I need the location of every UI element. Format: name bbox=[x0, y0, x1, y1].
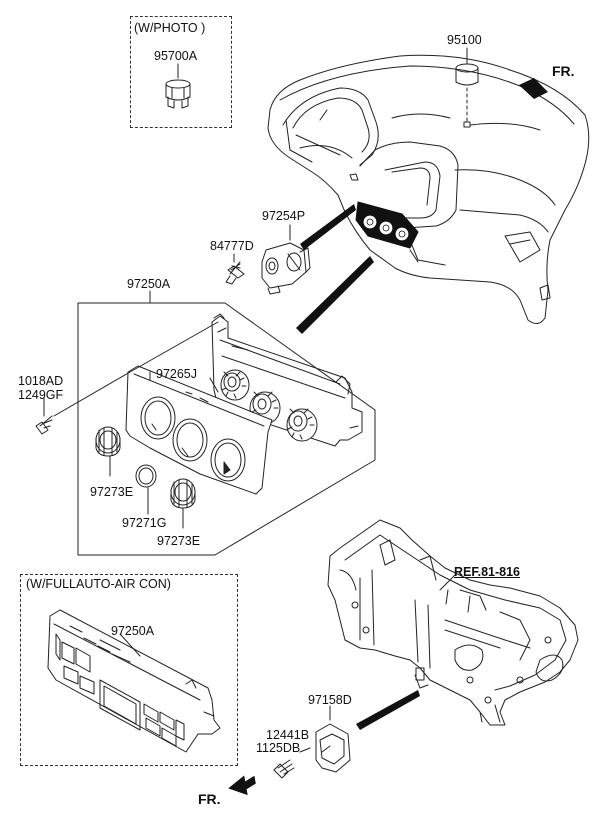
switch-97254P bbox=[261, 224, 311, 295]
ring-97273E-left bbox=[95, 426, 121, 477]
auto-aircon-option-label: (W/FULLAUTO-AIR CON) bbox=[26, 577, 171, 591]
part-label-97250A-top: 97250A bbox=[127, 277, 171, 291]
ring-97271G bbox=[135, 464, 157, 515]
fr-label-top: FR. bbox=[552, 63, 575, 79]
fr-label-bottom: FR. bbox=[198, 791, 221, 807]
indicator-wedges bbox=[296, 204, 420, 730]
photo-option-box bbox=[130, 16, 232, 128]
photo-sensor-95700A bbox=[165, 63, 191, 109]
part-label-97265J: 97265J bbox=[156, 367, 198, 381]
screw-1018AD bbox=[35, 371, 131, 435]
bolt-12441B bbox=[273, 747, 311, 779]
radiator-support-frame bbox=[327, 519, 579, 726]
part-label-95100: 95100 bbox=[447, 33, 482, 47]
part-label-97271G: 97271G bbox=[122, 516, 167, 530]
part-label-97273E-left: 97273E bbox=[90, 485, 134, 499]
forward-arrow-icon-bottom bbox=[228, 775, 256, 796]
part-label-84777D: 84777D bbox=[210, 239, 254, 253]
part-label-97250A-bottom: 97250A bbox=[111, 624, 155, 638]
leader-lines bbox=[129, 321, 219, 393]
ring-97273E-right bbox=[170, 478, 196, 529]
ref-label: REF.81-816 bbox=[454, 565, 521, 579]
bezel-plate bbox=[125, 365, 273, 495]
part-label-97158D: 97158D bbox=[308, 693, 352, 707]
screw-84777D bbox=[225, 253, 245, 285]
knob-right bbox=[286, 408, 318, 442]
part-label-95700A: 95700A bbox=[154, 49, 198, 63]
part-label-1018AD: 1018AD bbox=[18, 374, 64, 388]
assembly-boundary bbox=[77, 290, 376, 556]
part-label-1249GF: 1249GF bbox=[18, 388, 64, 402]
bracket-97158D bbox=[315, 705, 351, 773]
part-label-97273E-bottom: 97273E bbox=[157, 534, 201, 548]
part-label-12441B: 12441B bbox=[266, 728, 310, 742]
housing-97265J bbox=[211, 313, 363, 447]
auto-aircon-option-box bbox=[20, 574, 238, 766]
forward-arrow-icon bbox=[519, 78, 548, 99]
sensor-95100 bbox=[455, 47, 479, 128]
knob-left bbox=[220, 369, 250, 401]
photo-option-label: (W/PHOTO ) bbox=[134, 21, 206, 35]
part-label-97254P: 97254P bbox=[262, 209, 306, 223]
auto-aircon-panel bbox=[47, 609, 221, 753]
part-label-1125DB: 1125DB bbox=[256, 741, 301, 755]
